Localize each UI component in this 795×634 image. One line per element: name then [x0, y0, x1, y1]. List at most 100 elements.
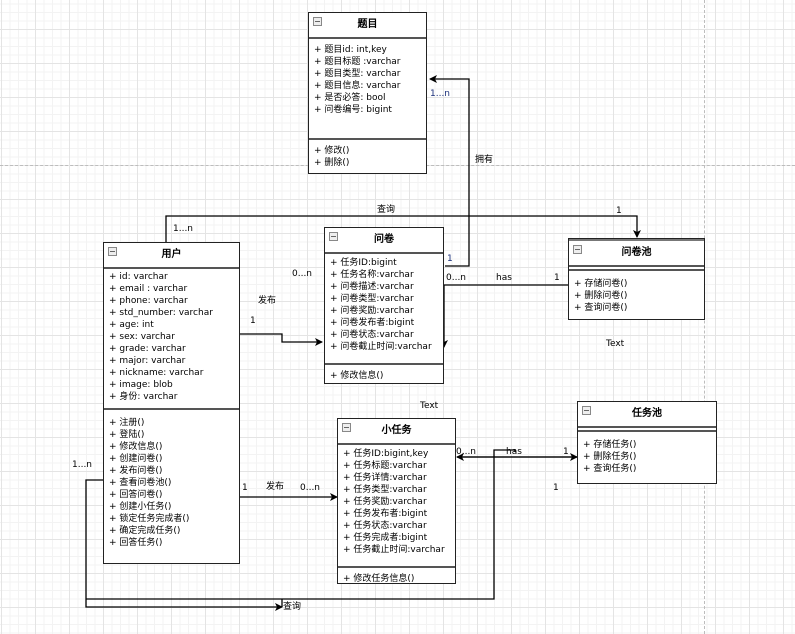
collapse-icon[interactable] [313, 17, 322, 26]
attribute[interactable]: + std_number: varchar [109, 308, 213, 318]
label-has-questionnaire: has [496, 273, 512, 283]
attribute[interactable]: + 题目标题 :varchar [314, 57, 401, 67]
class-task-pool[interactable]: 任务池 + 存储任务() + 删除任务() + 查询任务() [577, 401, 717, 484]
class-user[interactable]: 用户 + id: varchar + email : varchar + pho… [103, 242, 240, 564]
link-query-bottom[interactable] [85, 479, 283, 611]
mult-query-top-user: 1...n [173, 224, 194, 234]
class-title: 题目 [357, 19, 378, 30]
attribute[interactable]: + 任务标题:varchar [343, 461, 427, 471]
method[interactable]: + 回答问卷() [109, 490, 163, 500]
text-placeholder-2[interactable]: Text [420, 401, 439, 411]
attribute[interactable]: + 身份: varchar [109, 392, 178, 402]
attribute[interactable]: + 问卷发布者:bigint [330, 318, 415, 328]
mult-has-t-task: 0...n [456, 447, 477, 457]
method[interactable]: + 锁定任务完成者() [109, 514, 190, 524]
method[interactable]: + 修改信息() [330, 371, 384, 381]
class-title: 小任务 [381, 425, 412, 436]
method[interactable]: + 删除问卷() [574, 291, 628, 301]
method[interactable]: + 发布问卷() [109, 466, 163, 476]
attribute[interactable]: + 问卷编号: bigint [314, 105, 392, 115]
text-placeholder-1[interactable]: Text [606, 339, 625, 349]
link-has-questionnaire[interactable] [440, 284, 568, 348]
attribute[interactable]: + 任务ID:bigint [330, 258, 397, 268]
attribute[interactable]: + email : varchar [109, 284, 188, 294]
attribute[interactable]: + sex: varchar [109, 332, 175, 342]
collapse-icon[interactable] [342, 423, 351, 432]
mult-own-questionnaire: 1 [447, 254, 453, 264]
attribute[interactable]: + 任务奖励:varchar [343, 497, 427, 507]
attribute[interactable]: + 任务状态:varchar [343, 521, 427, 531]
attribute[interactable]: + 问卷类型:varchar [330, 294, 414, 304]
link-publish-questionnaire[interactable] [240, 333, 323, 346]
method[interactable]: + 存储任务() [583, 440, 637, 450]
attribute[interactable]: + image: blob [109, 380, 173, 390]
link-query-bottom-loop[interactable] [86, 449, 516, 600]
class-task[interactable]: 小任务 + 任务ID:bigint,key + 任务标题:varchar + 任… [337, 418, 456, 584]
attribute[interactable]: + 问卷奖励:varchar [330, 306, 414, 316]
mult-has-q-pool: 1 [554, 273, 560, 283]
method[interactable]: + 修改() [314, 146, 350, 156]
collapse-icon[interactable] [108, 247, 117, 256]
class-title: 问卷 [374, 234, 394, 245]
attribute[interactable]: + 任务ID:bigint,key [343, 449, 429, 459]
attribute[interactable]: + 题目类型: varchar [314, 69, 401, 79]
attribute[interactable]: + phone: varchar [109, 296, 188, 306]
attributes: + 任务ID:bigint,key + 任务标题:varchar + 任务详情:… [338, 445, 455, 566]
method[interactable]: + 查看问卷池() [109, 478, 172, 488]
link-query-top[interactable] [165, 215, 641, 242]
method[interactable]: + 登陆() [109, 430, 145, 440]
method[interactable]: + 注册() [109, 418, 145, 428]
methods: + 注册() + 登陆() + 修改信息() + 创建问卷() + 发布问卷()… [104, 410, 239, 554]
label-publish-task: 发布 [266, 482, 285, 492]
class-questionnaire-pool[interactable]: 问卷池 + 存储问卷() + 删除问卷() + 查询问卷() [568, 238, 705, 320]
method[interactable]: + 存储问卷() [574, 279, 628, 289]
method[interactable]: + 删除() [314, 158, 350, 168]
attribute[interactable]: + age: int [109, 320, 154, 330]
attribute[interactable]: + 题目信息: varchar [314, 81, 401, 91]
attributes: + 任务ID:bigint + 任务名称:varchar + 问卷描述:varc… [325, 254, 443, 363]
attribute[interactable]: + 问卷描述:varchar [330, 282, 414, 292]
class-title: 任务池 [632, 408, 662, 419]
attribute[interactable]: + 问卷截止时间:varchar [330, 342, 432, 352]
collapse-icon[interactable] [582, 406, 591, 415]
method[interactable]: + 创建小任务() [109, 502, 172, 512]
attribute[interactable]: + nickname: varchar [109, 368, 204, 378]
class-title: 用户 [161, 249, 182, 260]
collapse-icon[interactable] [329, 232, 338, 241]
method[interactable]: + 创建问卷() [109, 454, 163, 464]
attribute[interactable]: + 任务详情:varchar [343, 473, 427, 483]
link-own[interactable] [429, 75, 470, 267]
mult-publish-t-task: 0...n [300, 483, 321, 493]
attribute[interactable]: + id: varchar [109, 272, 168, 282]
collapse-icon[interactable] [573, 245, 582, 254]
method[interactable]: + 确定完成任务() [109, 526, 181, 536]
attribute[interactable]: + 问卷状态:varchar [330, 330, 414, 340]
method[interactable]: + 修改任务信息() [343, 574, 415, 584]
attribute[interactable]: + 任务截止时间:varchar [343, 545, 445, 555]
method[interactable]: + 查询任务() [583, 464, 637, 474]
label-publish-questionnaire: 发布 [258, 296, 277, 306]
mult-publish-q-questionnaire: 0...n [292, 269, 313, 279]
method[interactable]: + 查询问卷() [574, 303, 628, 313]
class-questionnaire[interactable]: 问卷 + 任务ID:bigint + 任务名称:varchar + 问卷描述:v… [324, 227, 444, 384]
attribute[interactable]: + 任务名称:varchar [330, 270, 414, 280]
attributes: + id: varchar + email : varchar + phone:… [104, 269, 239, 408]
attribute[interactable]: + 任务类型:varchar [343, 485, 427, 495]
attribute[interactable]: + 题目id: int,key [314, 45, 387, 55]
attribute[interactable]: + major: varchar [109, 356, 186, 366]
label-own: 拥有 [475, 155, 494, 165]
class-question[interactable]: 题目 + 题目id: int,key + 题目标题 :varchar + 题目类… [308, 12, 427, 174]
class-title: 问卷池 [621, 247, 652, 258]
mult-own-question: 1...n [430, 89, 451, 99]
attribute[interactable]: + grade: varchar [109, 344, 186, 354]
mult-query-bottom-user: 1...n [72, 460, 93, 470]
attribute[interactable]: + 是否必答: bool [314, 93, 386, 103]
mult-has-q-questionnaire: 0...n [446, 273, 467, 283]
attribute[interactable]: + 任务发布者:bigint [343, 509, 428, 519]
attribute[interactable]: + 任务完成者:bigint [343, 533, 428, 543]
method[interactable]: + 删除任务() [583, 452, 637, 462]
method[interactable]: + 回答任务() [109, 538, 163, 548]
method[interactable]: + 修改信息() [109, 442, 163, 452]
label-query-bottom: 查询 [283, 602, 302, 612]
